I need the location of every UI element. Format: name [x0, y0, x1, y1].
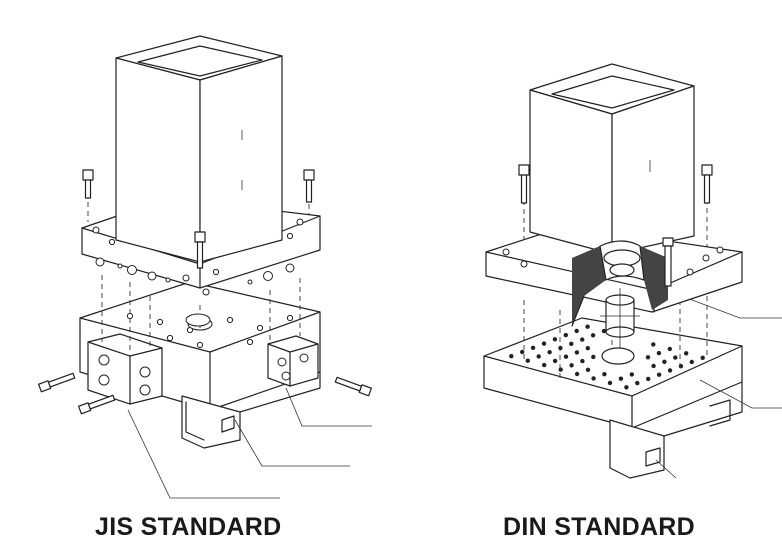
jis-left-clamp: [87, 333, 163, 405]
plate-hole: [585, 346, 590, 351]
din-leader-lines: [655, 293, 782, 479]
plate-hole: [591, 354, 596, 360]
jis-leader-lines: [127, 387, 372, 499]
plate-hole: [651, 342, 656, 347]
plate-hole: [656, 372, 662, 377]
jis-square-column: [115, 35, 283, 263]
plate-hole: [574, 371, 580, 377]
plate-hole: [624, 385, 629, 390]
plate-hole: [552, 358, 558, 364]
plate-hole: [530, 345, 536, 350]
plate-hole: [618, 376, 624, 381]
jis-standard-label: JIS STANDARD: [95, 513, 282, 541]
plate-hole: [569, 363, 574, 368]
plate-hole: [574, 328, 579, 334]
jis-right-clamp: [267, 335, 319, 387]
plate-hole: [602, 372, 607, 377]
plate-hole: [585, 367, 591, 372]
plate-hole: [651, 363, 656, 369]
plate-hole: [646, 376, 651, 382]
din-assembly-drawing: [483, 63, 782, 479]
plate-hole: [601, 328, 607, 334]
plate-hole: [552, 337, 558, 342]
jis-assembly-drawing: [38, 35, 372, 499]
plate-hole: [678, 364, 684, 369]
plate-hole: [684, 351, 689, 356]
plate-hole: [580, 337, 585, 342]
plate-hole: [607, 380, 613, 386]
plate-hole: [667, 346, 672, 352]
plate-hole: [542, 362, 547, 368]
din-perforated-plate: [483, 317, 743, 479]
plate-hole: [689, 359, 694, 365]
plate-hole: [662, 359, 667, 364]
plate-hole: [629, 372, 634, 377]
din-section-cutaway: [571, 240, 668, 327]
plate-hole: [635, 380, 640, 386]
plate-hole: [591, 376, 596, 381]
plate-hole: [509, 354, 514, 359]
die-set-drawings: [38, 35, 782, 499]
plate-hole: [673, 355, 678, 360]
plate-hole: [520, 349, 525, 355]
plate-hole: [547, 350, 552, 355]
plate-hole: [580, 358, 585, 364]
plate-hole: [558, 367, 563, 372]
plate-hole: [700, 355, 705, 360]
plate-hole: [563, 354, 569, 359]
din-cap-screws: [518, 164, 713, 287]
plate-hole: [574, 350, 580, 355]
jis-cap-screws: [82, 169, 315, 269]
din-hole-grid: [509, 324, 705, 390]
plate-hole: [569, 341, 574, 346]
jis-clamp-screws: [38, 372, 372, 415]
plate-hole: [585, 324, 590, 329]
plate-hole: [667, 368, 673, 373]
plate-hole: [536, 354, 541, 359]
plate-hole: [656, 350, 662, 356]
plate-hole: [645, 355, 651, 360]
din-standard-label: DIN STANDARD: [503, 513, 696, 541]
plate-hole: [525, 358, 530, 363]
plate-hole: [590, 333, 596, 338]
plate-hole: [541, 341, 547, 346]
din-square-column: [529, 63, 695, 255]
plate-hole: [563, 332, 568, 338]
din-locating-pin: [600, 288, 640, 365]
